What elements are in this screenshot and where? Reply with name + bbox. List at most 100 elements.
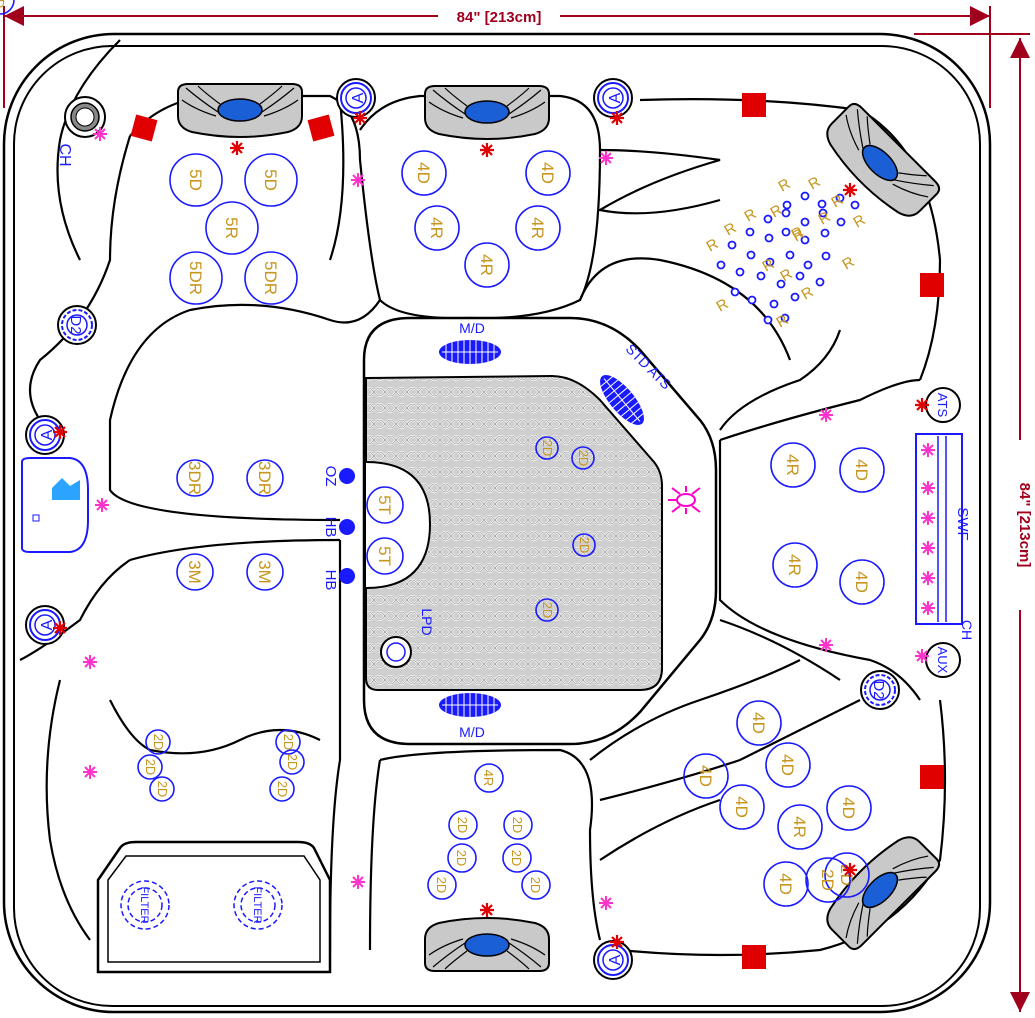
ch-knob [64, 96, 106, 138]
lounge-r-label: R [840, 253, 858, 273]
jet-5r: 5R [205, 201, 259, 255]
jet-label: 5D [186, 169, 205, 191]
lounge-jet-dot [716, 260, 726, 270]
jet-label: 4R [481, 770, 496, 787]
jet-4r: 4R [414, 205, 460, 251]
lounge-jet-dot [745, 227, 755, 237]
lounge-r-label: R [722, 219, 740, 239]
oz-hb-ports [339, 468, 355, 584]
lounge-r-label: R [851, 211, 869, 231]
jet-2d: 2D [572, 533, 596, 557]
jet-4r: 4R [777, 804, 823, 850]
lounge-jet-dot [818, 208, 828, 218]
jet-label: 2D [151, 734, 166, 751]
jet-2d: 2D [279, 749, 305, 775]
jet-label: 2D [143, 759, 158, 776]
lounge-r-label: R [774, 311, 792, 331]
jet-label: 2D [577, 537, 592, 554]
jet-4d: 4D [826, 785, 872, 831]
jet-3dr: 3DR [176, 459, 214, 497]
jet-2d: 2D [503, 810, 533, 840]
lounge-r-label: R [806, 173, 824, 193]
lounge-r-label: R [714, 295, 732, 315]
jet-label: 2D [455, 817, 470, 834]
lounge-jet-dot [795, 271, 805, 281]
jet-label: 4D [852, 571, 871, 593]
floor-mesh [365, 374, 663, 691]
jet-label: 4D [852, 459, 871, 481]
filter-label: FILTER [138, 886, 150, 923]
jet-label: 2D [576, 450, 591, 467]
lounge-jet-dot [821, 251, 831, 261]
lounge-jet-dot [782, 200, 792, 210]
pillow-top-left [177, 83, 303, 138]
jet-4d: 4D [525, 150, 571, 196]
ch-label-right: CH [959, 620, 975, 640]
ch-label-top-left: CH [56, 143, 73, 166]
lounge-r-label: R [799, 283, 817, 303]
lounge-jet-dot [747, 295, 757, 305]
spa-outer-shell [2, 32, 992, 1014]
lounge-jet-dot [780, 313, 790, 323]
d2-marker-label: D2 [67, 315, 84, 334]
jet-2d: 2D [275, 729, 301, 755]
jet-4d: 4D [765, 742, 811, 788]
right-dimension-label: 84" [213cm] [1016, 483, 1033, 568]
jet-4r: 4R [515, 205, 561, 251]
jet-label: 5DR [186, 261, 205, 295]
hb-label: HB [322, 517, 339, 538]
md-label-top: M/D [459, 320, 485, 336]
lounge-jet-dot [835, 193, 845, 203]
md-label-bottom: M/D [459, 724, 485, 740]
jet-3dr: 3DR [246, 459, 284, 497]
jet-2d: 2D [448, 810, 478, 840]
lounge-jet-dot [800, 235, 810, 245]
d2-marker-label: D2 [870, 680, 887, 699]
lounge-jet-dot [815, 277, 825, 287]
jet-label: 3M [255, 560, 274, 584]
jet-label: 4R [427, 217, 446, 239]
jet-2d: 2D [149, 776, 175, 802]
lounge-jet-dot [746, 250, 756, 260]
a-marker-label: A [39, 429, 56, 440]
swf-waterfall [915, 433, 963, 625]
jet-label: 4D [749, 712, 768, 734]
jet-label: 4R [790, 816, 809, 838]
jet-4d: 4D [839, 447, 885, 493]
red-square-markers [130, 93, 944, 969]
jet-2d: 2D [0, 0, 15, 15]
jet-label: 2D [509, 850, 524, 867]
lounge-jet-dot [803, 260, 813, 270]
jet-3m: 3M [246, 553, 284, 591]
jet-label: 4R [785, 554, 804, 576]
jet-label: 2D [454, 850, 469, 867]
jet-label: 5R [222, 217, 241, 239]
jet-2d: 2D [447, 843, 477, 873]
lounge-r-label: R [704, 235, 722, 255]
lpd-drain [380, 636, 412, 668]
jet-4d: 4D [736, 700, 782, 746]
jet-label: 2D [540, 602, 555, 619]
jet-2d: 2D [502, 843, 532, 873]
jet-label: 5T [375, 495, 394, 515]
oz-label: OZ [322, 466, 339, 487]
lounge-jet-dot [769, 299, 779, 309]
jet-2d: 2D [269, 776, 295, 802]
control-panel [21, 457, 89, 553]
lounge-jet-dot [820, 228, 830, 238]
jet-label: 2D [0, 0, 7, 8]
lounge-jet-dot [727, 240, 737, 250]
light-fixture-icon [668, 486, 701, 514]
pillow-bottom-middle [424, 917, 550, 972]
aux-label: AUX [935, 647, 950, 674]
lounge-jet-dot [763, 214, 773, 224]
jet-4d: 4D [683, 753, 729, 799]
jet-label: 4R [477, 254, 496, 276]
lounge-jet-dot [817, 199, 827, 209]
jet-label: 3DR [255, 461, 274, 495]
lounge-r-label: R [742, 205, 760, 225]
jet-2d: 2D [521, 870, 551, 900]
jet-label: 2D [510, 817, 525, 834]
jet-4d: 4D [839, 559, 885, 605]
